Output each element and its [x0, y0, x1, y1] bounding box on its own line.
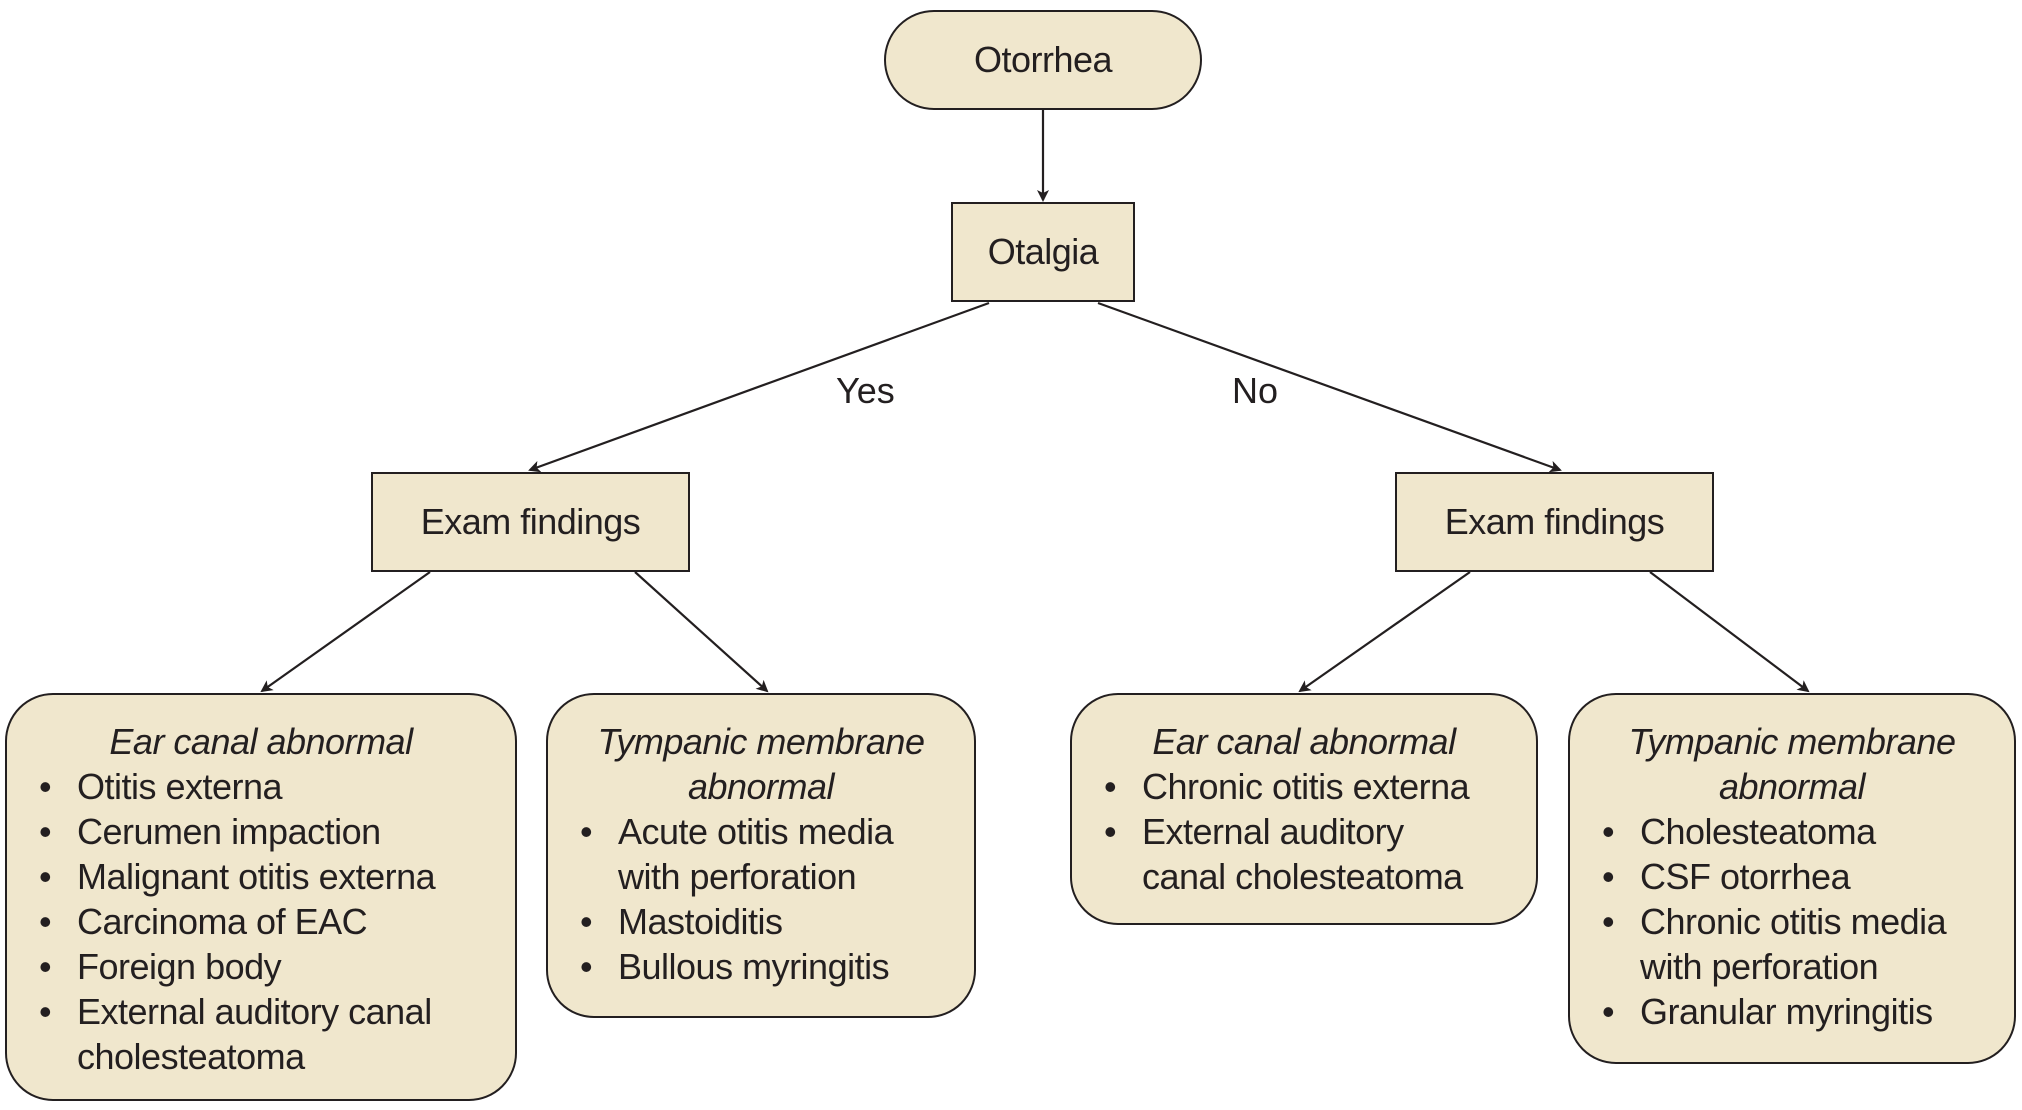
branch-label-yes: Yes [836, 370, 895, 411]
list-item: Granular myringitis [1570, 989, 2014, 1034]
arrow-right-to-canal [1298, 571, 1471, 693]
list-item: Carcinoma of EAC [7, 899, 515, 944]
list-item: Chronic otitis media with perforation [1570, 899, 2014, 989]
list-item: Cholesteatoma [1570, 809, 2014, 854]
list-item: External auditory canal cholesteatoma [7, 989, 515, 1079]
outcome-list: Cholesteatoma CSF otorrhea Chronic otiti… [1570, 809, 2014, 1034]
outcome-header: Tympanic membrane abnormal [1628, 721, 1956, 807]
list-item: Mastoiditis [548, 899, 974, 944]
start-node-label: Otorrhea [973, 39, 1113, 80]
arrow-left-to-tm [634, 571, 769, 693]
decision-node-label: Otalgia [987, 231, 1099, 272]
exam-findings-label: Exam findings [1444, 501, 1665, 542]
exam-findings-label: Exam findings [420, 501, 641, 542]
decision-node-otalgia: Otalgia [951, 202, 1135, 302]
list-item: Bullous myringitis [548, 944, 974, 989]
outcome-box-no-tympanic-membrane: Tympanic membrane abnormal Cholesteatoma… [1568, 693, 2016, 1064]
outcome-header: Ear canal abnormal [1152, 721, 1456, 762]
branch-label-no: No [1232, 370, 1279, 411]
outcome-box-no-ear-canal: Ear canal abnormal Chronic otitis extern… [1070, 693, 1538, 925]
outcome-list: Otitis externa Cerumen impaction Maligna… [7, 764, 515, 1079]
outcome-header: Tympanic membrane abnormal [597, 721, 925, 807]
list-item: Malignant otitis externa [7, 854, 515, 899]
outcome-list: Chronic otitis externa External auditory… [1072, 764, 1536, 899]
list-item: External auditory canal cholesteatoma [1072, 809, 1536, 899]
exam-findings-node-no: Exam findings [1395, 472, 1714, 572]
list-item: Cerumen impaction [7, 809, 515, 854]
outcome-box-yes-ear-canal: Ear canal abnormal Otitis externa Cerume… [5, 693, 517, 1101]
arrow-yes [528, 301, 990, 473]
exam-findings-node-yes: Exam findings [371, 472, 690, 572]
list-item: Otitis externa [7, 764, 515, 809]
outcome-list: Acute otitis media with perforation Mast… [548, 809, 974, 989]
outcome-header: Ear canal abnormal [109, 721, 413, 762]
list-item: Foreign body [7, 944, 515, 989]
arrow-no [1097, 301, 1562, 473]
arrow-right-to-tm [1649, 571, 1810, 693]
outcome-box-yes-tympanic-membrane: Tympanic membrane abnormal Acute otitis … [546, 693, 976, 1018]
arrow-left-to-canal [260, 571, 431, 693]
list-item: CSF otorrhea [1570, 854, 2014, 899]
list-item: Acute otitis media with perforation [548, 809, 974, 899]
start-node-otorrhea: Otorrhea [884, 10, 1202, 110]
list-item: Chronic otitis externa [1072, 764, 1536, 809]
